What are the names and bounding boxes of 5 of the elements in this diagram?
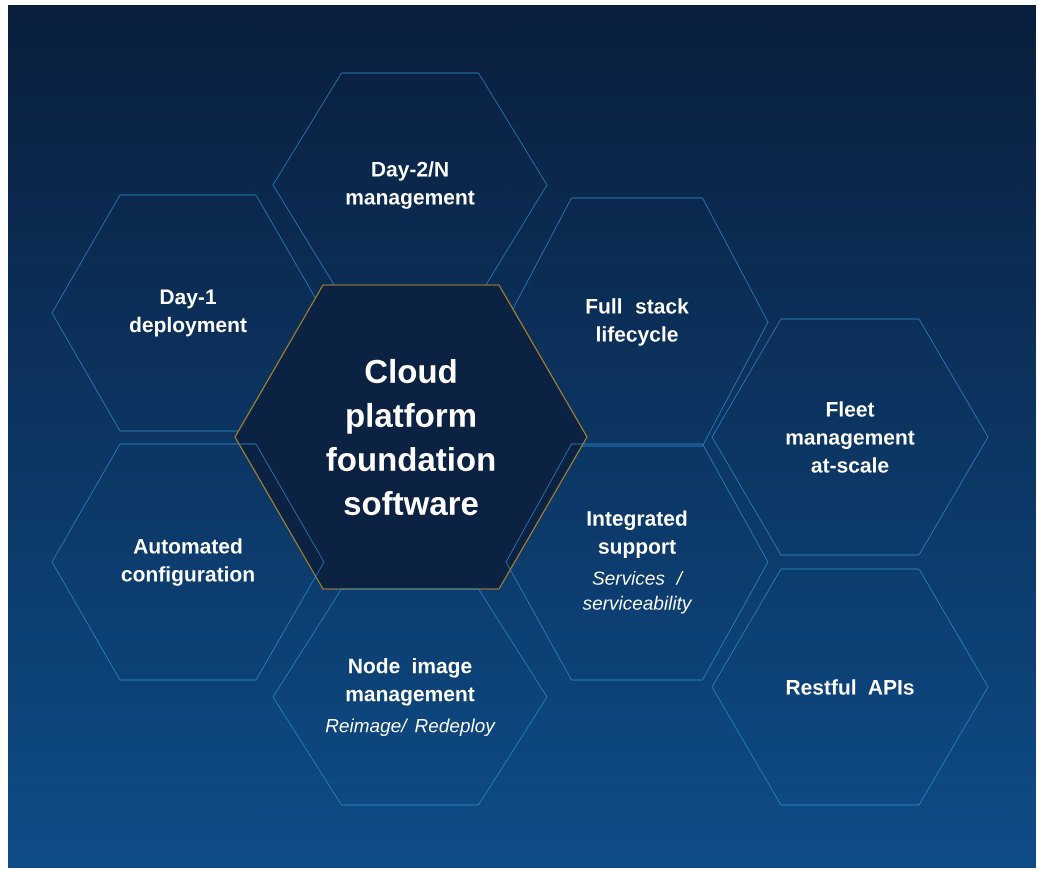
hexagon-tile: Restful APIs	[711, 568, 989, 806]
hexagon-tile: Fleet management at-scale	[711, 318, 989, 556]
hexagon-tile: Automated configuration	[51, 443, 325, 681]
hexagon-tile: Node image management Reimage/ Redeploy	[272, 588, 548, 806]
hexagon-tile: Integrated support Services / serviceability	[505, 443, 769, 681]
